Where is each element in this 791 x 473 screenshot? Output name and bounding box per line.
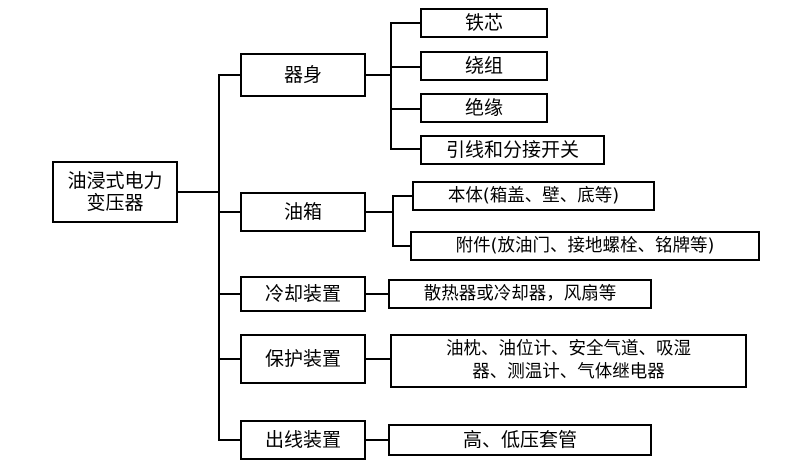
root-node-box[interactable]: 油浸式电力 变压器 [52,161,178,223]
connector-root-to-trunk [178,191,220,193]
leaf-node-yinxian-fenjiekaiguan-label: 引线和分接开关 [445,138,579,161]
branch-node-qishen[interactable]: 器身 [240,53,366,97]
connector-trunk-to-branch-4 [218,358,242,360]
connector-branch-2-stem [366,211,394,213]
leaf-node-tiexin[interactable]: 铁芯 [420,8,548,38]
branch-node-qishen-label: 器身 [283,63,322,86]
branch-node-baohuzhuangzhi[interactable]: 保护装置 [240,334,366,384]
leaf-node-raozu[interactable]: 绕组 [420,51,548,81]
root-node-label-line1: 油浸式电力 [67,169,163,192]
leaf-node-fujian-label: 附件(放油门、接地螺栓、铭牌等) [455,235,715,256]
branch-node-chuxianzhuangzhi-label: 出线装置 [264,428,341,451]
leaf-node-baohu-items[interactable]: 油枕、油位计、安全气道、吸湿 器、测温计、气体继电器 [390,334,747,388]
connector-trunk-to-branch-2 [218,211,242,213]
leaf-node-taoguan[interactable]: 高、低压套管 [388,424,652,456]
connector-branch-5-child-1 [366,439,390,441]
leaf-node-baohu-items-line1: 油枕、油位计、安全气道、吸湿 [446,339,691,360]
branch-node-youxiang[interactable]: 油箱 [240,192,366,232]
leaf-node-taoguan-label: 高、低压套管 [462,428,577,451]
connector-trunk-to-branch-3 [218,293,242,295]
connector-branch-3-child-1 [366,293,390,295]
connector-branch-1-child-1 [390,22,422,24]
leaf-node-sanreqi-label: 散热器或冷却器，风扇等 [423,283,617,304]
connector-branch-1-child-3 [390,108,422,110]
connector-branch-4-child-1 [366,358,392,360]
root-node-label: 油浸式电力 变压器 [54,170,176,215]
leaf-node-fujian[interactable]: 附件(放油门、接地螺栓、铭牌等) [410,231,760,261]
leaf-node-jueyuan-label: 绝缘 [464,96,503,119]
leaf-node-jueyuan[interactable]: 绝缘 [420,93,548,123]
root-node-label-line2: 变压器 [86,192,144,214]
leaf-node-raozu-label: 绕组 [464,54,503,77]
connector-trunk-to-branch-1 [218,74,242,76]
leaf-node-baohu-items-label: 油枕、油位计、安全气道、吸湿 器、测温计、气体继电器 [392,338,745,384]
connector-main-trunk [218,75,220,441]
connector-branch-1-spine [390,22,392,150]
branch-node-baohuzhuangzhi-label: 保护装置 [264,347,341,370]
connector-branch-1-child-2 [390,66,422,68]
leaf-node-tiexin-label: 铁芯 [464,11,503,34]
leaf-node-benti[interactable]: 本体(箱盖、壁、底等) [412,181,655,211]
connector-branch-1-stem [366,74,392,76]
branch-node-lengquezhuangzhi[interactable]: 冷却装置 [240,276,366,312]
connector-branch-2-child-1 [392,195,414,197]
leaf-node-benti-label: 本体(箱盖、壁、底等) [447,185,620,206]
connector-branch-1-child-4 [390,148,422,150]
leaf-node-yinxian-fenjiekaiguan[interactable]: 引线和分接开关 [420,135,605,165]
connector-branch-2-child-2 [392,245,412,247]
connector-branch-2-spine [392,195,394,247]
branch-node-youxiang-label: 油箱 [283,200,322,223]
leaf-node-sanreqi[interactable]: 散热器或冷却器，风扇等 [388,279,652,309]
leaf-node-baohu-items-line2: 器、测温计、气体继电器 [472,362,665,382]
branch-node-chuxianzhuangzhi[interactable]: 出线装置 [240,420,366,460]
branch-node-lengquezhuangzhi-label: 冷却装置 [264,282,341,305]
connector-trunk-to-branch-5 [218,439,242,441]
